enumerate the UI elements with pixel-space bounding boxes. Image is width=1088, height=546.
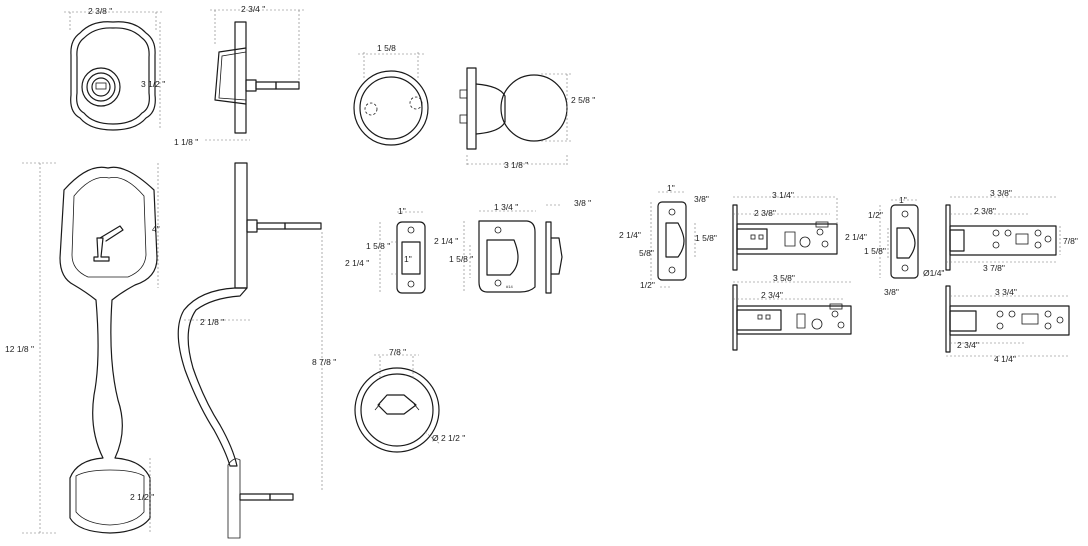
knob-rose-label: 1 5/8	[377, 43, 396, 53]
latch-right-face-height-label: 2 1/4"	[845, 232, 867, 242]
latch-left-inner-height-label: 1 5/8"	[695, 233, 717, 243]
latch-left-body-bottom-view: 3 5/8" 2 3/4"	[732, 273, 852, 351]
latch-right-side-label: 7/8"	[1063, 236, 1078, 246]
strike-width-label: 1 3/4 "	[494, 202, 518, 212]
latch-right-total2-label: 3 3/4"	[995, 287, 1017, 297]
faceplate-width-label: 1"	[398, 206, 406, 216]
latch-right-body-top-view: 3 3/8" 2 3/8" 7/8" 3 7/8"	[945, 188, 1078, 273]
deadbolt-width-label: 2 3/8 "	[88, 6, 112, 16]
strike-box-side-view: 3/8 "	[545, 198, 591, 294]
latch-left-radius-label: 3/8"	[694, 194, 709, 204]
latch-right-backset1-label: 2 3/8"	[974, 206, 996, 216]
latch-right-backset2-label: 2 3/4"	[957, 340, 979, 350]
deadbolt-height-label: 3 1/2 "	[141, 79, 165, 89]
latch-left-face-height-label: 2 1/4"	[619, 230, 641, 240]
knob-length-label: 3 1/8 "	[504, 160, 528, 170]
strike-box-depth-label: 3/8 "	[574, 198, 591, 208]
latch-right-face-width-label: 1"	[899, 195, 907, 205]
strike-height-label: 2 1/4 "	[434, 236, 458, 246]
latch-left-backset1-label: 2 3/8"	[754, 208, 776, 218]
thumbturn-diameter-label: Ø 2 1/2 "	[432, 433, 465, 443]
handleset-projection-label: 2 1/8 "	[200, 317, 224, 327]
latch-right-top-label: 1/2"	[868, 210, 883, 220]
strike-inner-height-label: 1 5/8 "	[449, 254, 473, 264]
strike-plate-view: #14 1 3/4 " 2 1/4 " 1 5/8 "	[434, 202, 536, 293]
latch-right-body-bottom-view: 3 3/4" 2 3/4" 4 1/4"	[945, 285, 1070, 364]
handleset-front-view: 12 1/8 " 4" 2 1/2 "	[5, 162, 160, 534]
handleset-bottom-height-label: 2 1/2 "	[130, 492, 154, 502]
deadbolt-projection-label: 1 1/8 "	[174, 137, 198, 147]
strike-stamp: #14	[506, 284, 513, 289]
handleset-top-height-label: 4"	[152, 224, 160, 234]
deadbolt-depth-label: 2 3/4 "	[241, 4, 265, 14]
handleset-height-label: 12 1/8 "	[5, 344, 34, 354]
latch-left-total2-label: 3 5/8"	[773, 273, 795, 283]
strike-faceplate-view: 1" 1 5/8 " 2 1/4 " 1"	[345, 206, 426, 294]
knob-height-label: 2 5/8 "	[571, 95, 595, 105]
latch-right-hole-label: Ø1/4"	[923, 268, 944, 278]
knob-rose-front-view: 1 5/8	[353, 43, 429, 146]
faceplate-inner-size-label: 1"	[404, 254, 412, 264]
latch-left-offset-label: 5/8"	[639, 248, 654, 258]
latch-left-body-top-view: 3 1/4" 2 3/8"	[732, 190, 838, 271]
latch-right-inner-height-label: 1 5/8"	[864, 246, 886, 256]
latch-right-overall2-label: 4 1/4"	[994, 354, 1016, 364]
latch-left-bottom-label: 1/2"	[640, 280, 655, 290]
handleset-side-view: 2 1/8 " 8 7/8 "	[177, 162, 336, 539]
deadbolt-side-view: 2 3/4 " 1 1/8 "	[174, 4, 304, 147]
deadbolt-front-view: 2 3/8 " 3 1/2 "	[64, 6, 165, 131]
latch-right-bottom-label: 3/8"	[884, 287, 899, 297]
faceplate-outer-label: 2 1/4 "	[345, 258, 369, 268]
latch-left-backset2-label: 2 3/4"	[761, 290, 783, 300]
thumbturn-view: 7/8 " Ø 2 1/2 "	[354, 347, 465, 453]
latch-right-overall1-label: 3 7/8"	[983, 263, 1005, 273]
knob-side-view: 2 5/8 " 3 1/8 "	[459, 67, 595, 170]
latch-left-face-view: 1" 3/8" 2 1/4" 1 5/8" 5/8" 1/2"	[619, 183, 717, 290]
latch-left-total1-label: 3 1/4"	[772, 190, 794, 200]
handleset-span-label: 8 7/8 "	[312, 357, 336, 367]
latch-right-total1-label: 3 3/8"	[990, 188, 1012, 198]
thumbturn-width-label: 7/8 "	[389, 347, 406, 357]
faceplate-inner-label: 1 5/8 "	[366, 241, 390, 251]
latch-left-face-width-label: 1"	[667, 183, 675, 193]
latch-right-face-view: 1" 1/2" 2 1/4" 1 5/8" Ø1/4" 3/8"	[845, 195, 944, 297]
